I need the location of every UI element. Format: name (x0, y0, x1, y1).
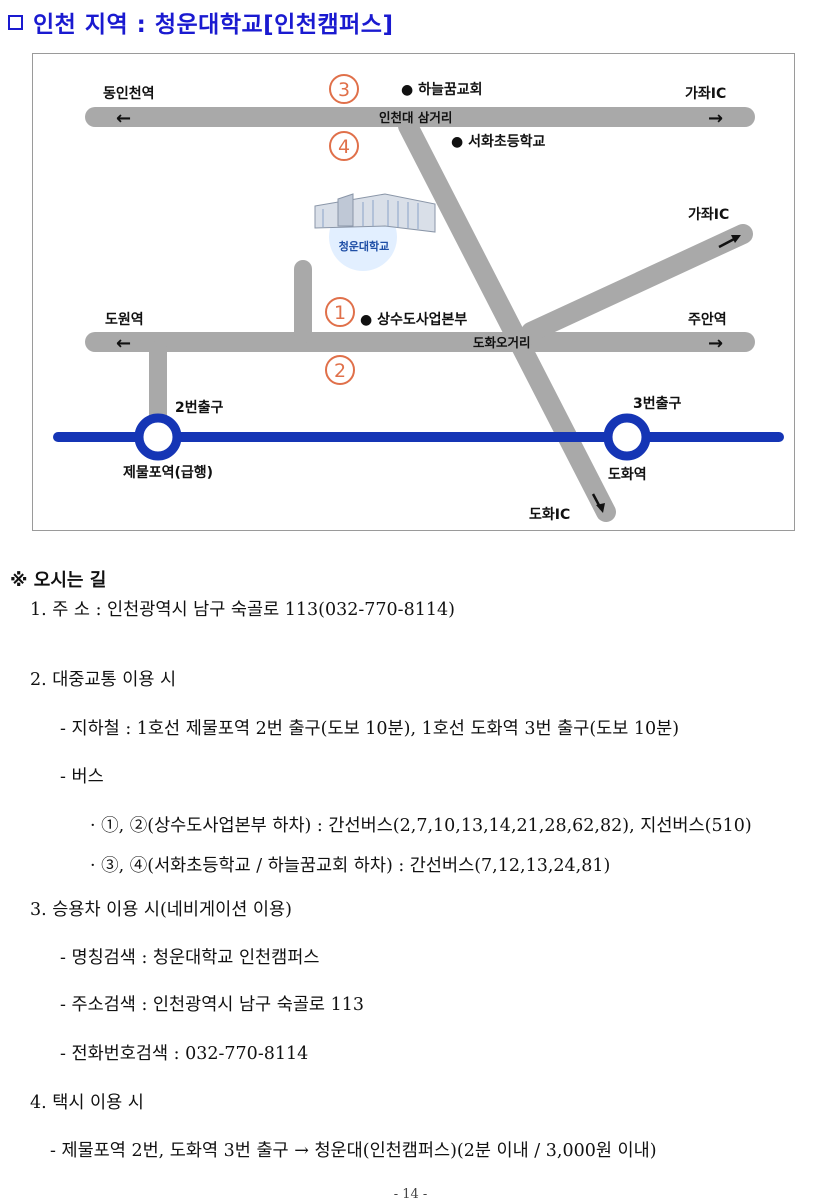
taxi-heading: 4. 택시 이용 시 (30, 1093, 144, 1113)
arrow-left-icon: ← (116, 333, 131, 354)
car-search-address: - 주소검색 : 인천광역시 남구 숙골로 113 (60, 995, 364, 1015)
marker-4: 4 (329, 131, 359, 161)
taxi-info: - 제물포역 2번, 도화역 3번 출구 → 청운대(인천캠퍼스)(2분 이내 … (50, 1141, 657, 1161)
campus-building-icon: 청운대학교 (314, 193, 436, 271)
road-gajwa-branch (521, 224, 753, 342)
car-search-phone: - 전화번호검색 : 032-770-8114 (60, 1044, 309, 1064)
svg-text:3: 3 (338, 79, 350, 101)
arrow-northeast-icon (718, 235, 741, 249)
label-gajwa-top: 가좌IC (685, 86, 726, 102)
page-title-text: 인천 지역 : 청운대학교[인천캠퍼스] (33, 12, 394, 38)
label-seohwa: ● 서화초등학교 (451, 134, 545, 150)
label-dohwa-ic: 도화IC (529, 507, 570, 523)
marker-3: 3 (329, 74, 359, 104)
label-sangsudo: ● 상수도사업본부 (360, 312, 467, 328)
arrow-right-icon: → (708, 108, 723, 129)
arrow-left-icon: ← (116, 108, 131, 129)
label-dowon: 도원역 (105, 311, 144, 328)
bus-info-2: · ③, ④(서화초등학교 / 하늘꿈교회 하차) : 간선버스(7,12,13… (90, 856, 611, 876)
campus-label: 청운대학교 (339, 239, 390, 253)
campus-location-map: ← → ← → 청운대학교 3 (32, 53, 795, 531)
checkbox-square-icon (8, 14, 23, 30)
label-haneul: ● 하늘꿈교회 (401, 81, 483, 98)
label-dohwa-station: 도화역 (608, 466, 647, 483)
bus-info-1: · ①, ②(상수도사업본부 하차) : 간선버스(2,7,10,13,14,2… (90, 816, 752, 836)
dohwa-station-icon (603, 413, 651, 461)
subway-info: - 지하철 : 1호선 제물포역 2번 출구(도보 10분), 1호선 도화역 … (60, 719, 680, 739)
label-samgeori: 인천대 삼거리 (379, 110, 452, 125)
arrow-southeast-icon (591, 493, 605, 513)
marker-1: 1 (325, 297, 355, 327)
svg-text:2: 2 (334, 360, 346, 382)
car-search-name: - 명칭검색 : 청운대학교 인천캠퍼스 (60, 948, 320, 968)
transit-heading: 2. 대중교통 이용 시 (30, 670, 177, 690)
label-juan: 주안역 (688, 311, 727, 328)
svg-text:4: 4 (338, 136, 350, 158)
label-ogeori: 도화오거리 (473, 335, 531, 350)
jemulpo-station-icon (134, 413, 182, 461)
label-dongin: 동인천역 (103, 85, 155, 102)
label-exit3: 3번출구 (633, 395, 682, 412)
label-exit2: 2번출구 (175, 399, 224, 416)
address-line: 1. 주 소 : 인천광역시 남구 숙골로 113(032-770-8114) (30, 600, 455, 620)
map-svg: ← → ← → 청운대학교 3 (53, 74, 784, 523)
section-title: ※ 오시는 길 (10, 570, 107, 591)
marker-2: 2 (325, 355, 355, 385)
arrow-right-icon: → (708, 333, 723, 354)
label-gajwa-mid: 가좌IC (688, 207, 729, 223)
road-diagonal (398, 116, 616, 522)
page-title: 인천 지역 : 청운대학교[인천캠퍼스] (8, 6, 393, 38)
car-heading: 3. 승용차 이용 시(네비게이션 이용) (30, 900, 292, 920)
bus-heading: - 버스 (60, 767, 104, 787)
label-jemulpo: 제물포역(급행) (123, 464, 213, 481)
page-number: - 14 - (393, 1187, 428, 1202)
svg-text:1: 1 (334, 302, 346, 324)
